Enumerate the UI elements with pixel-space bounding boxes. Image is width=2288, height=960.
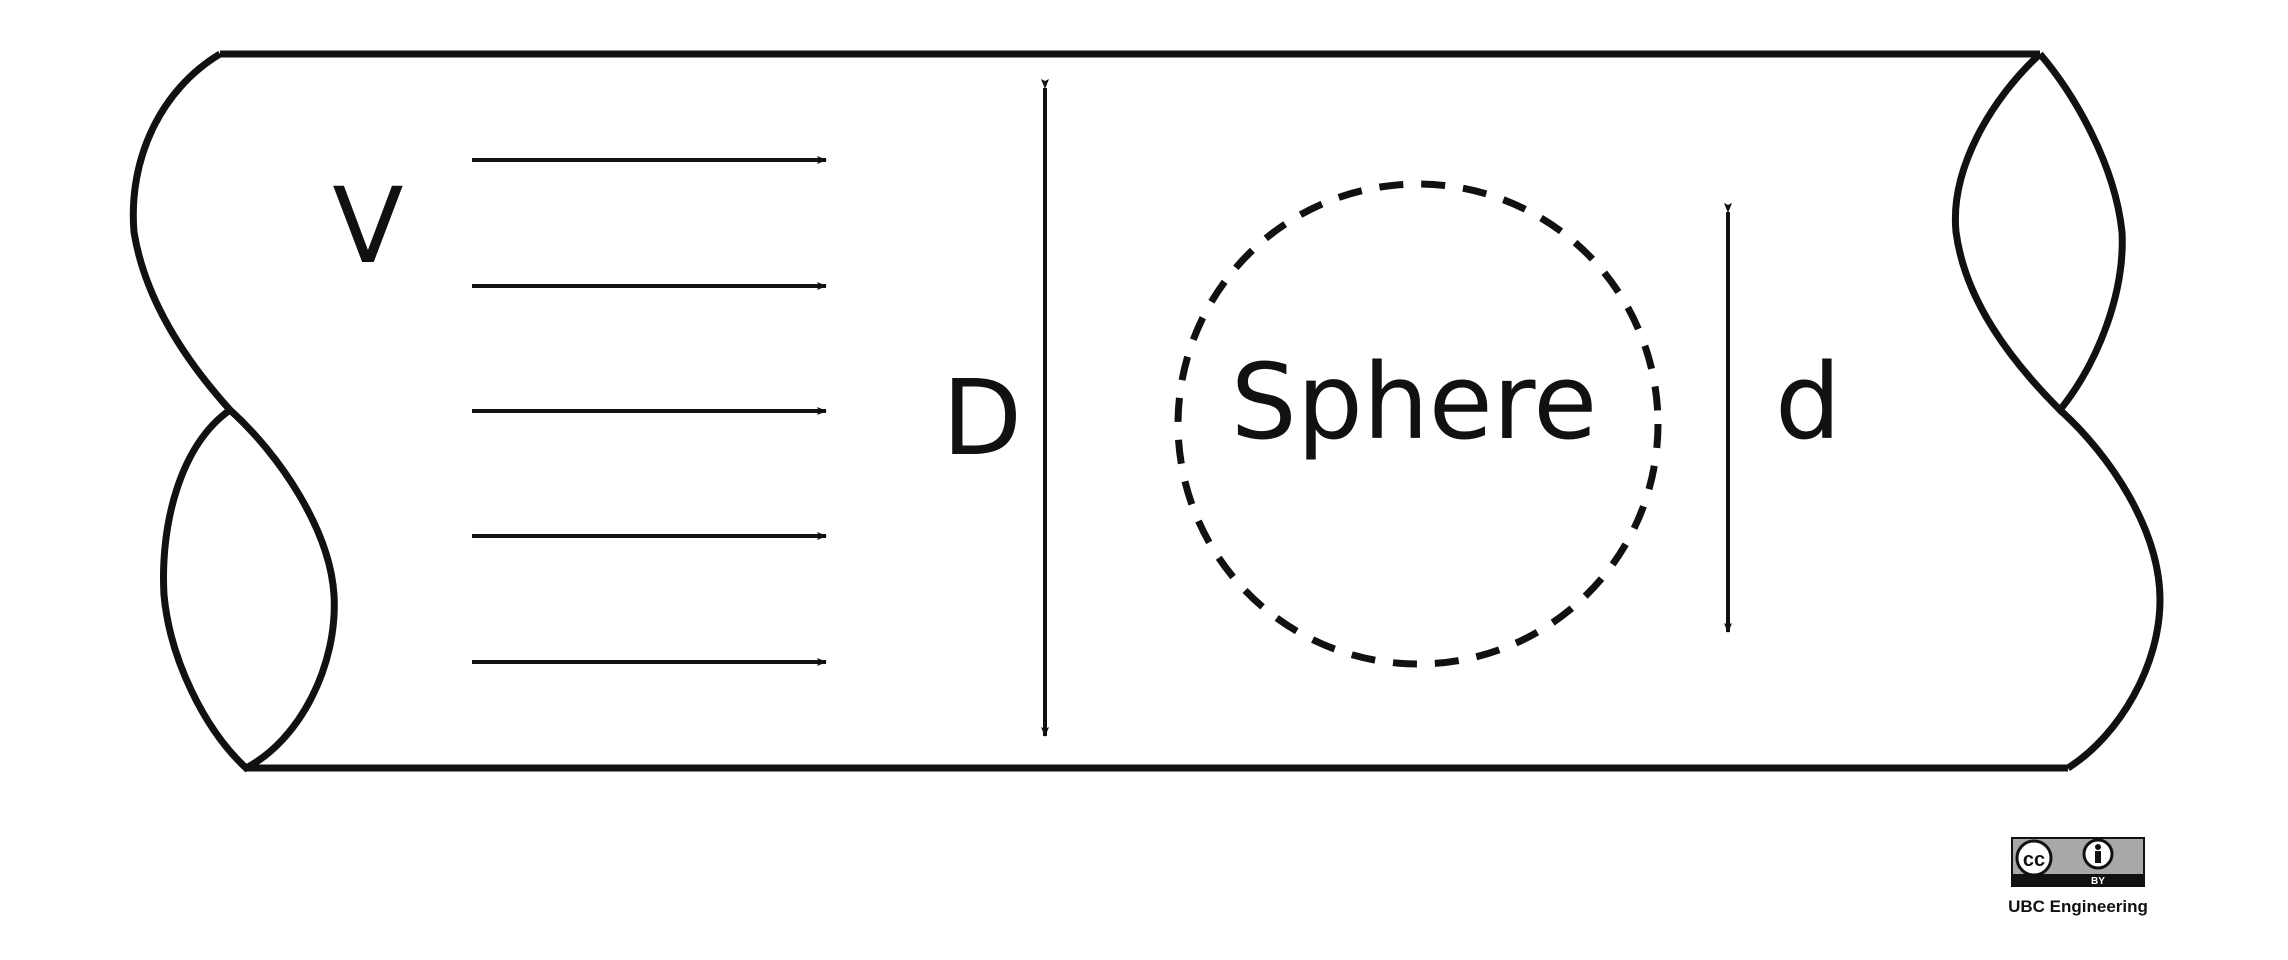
pipe-left-break-upper — [129, 50, 233, 413]
sphere-outline — [1174, 180, 1662, 668]
license-caption: UBC Engineering — [2008, 897, 2148, 916]
attribution-icon-body — [2095, 851, 2101, 863]
velocity-label: V — [332, 165, 403, 287]
license-by-text: BY — [2091, 876, 2105, 887]
pipe-left-break-lower — [160, 407, 338, 773]
license-badge-strip — [2012, 874, 2144, 886]
pipe-right-break-upper — [1951, 51, 2126, 416]
sphere-diameter-label: d — [1775, 341, 1841, 463]
cc-icon — [2015, 839, 2053, 877]
sphere-label: Sphere — [1231, 341, 1597, 463]
license-badge: cc BY — [2011, 837, 2145, 887]
cc-icon-text: cc — [2023, 849, 2045, 871]
pipe-right-break-lower — [2057, 407, 2164, 771]
pipe-diameter-label: D — [942, 357, 1022, 479]
attribution-icon-head — [2095, 844, 2101, 850]
